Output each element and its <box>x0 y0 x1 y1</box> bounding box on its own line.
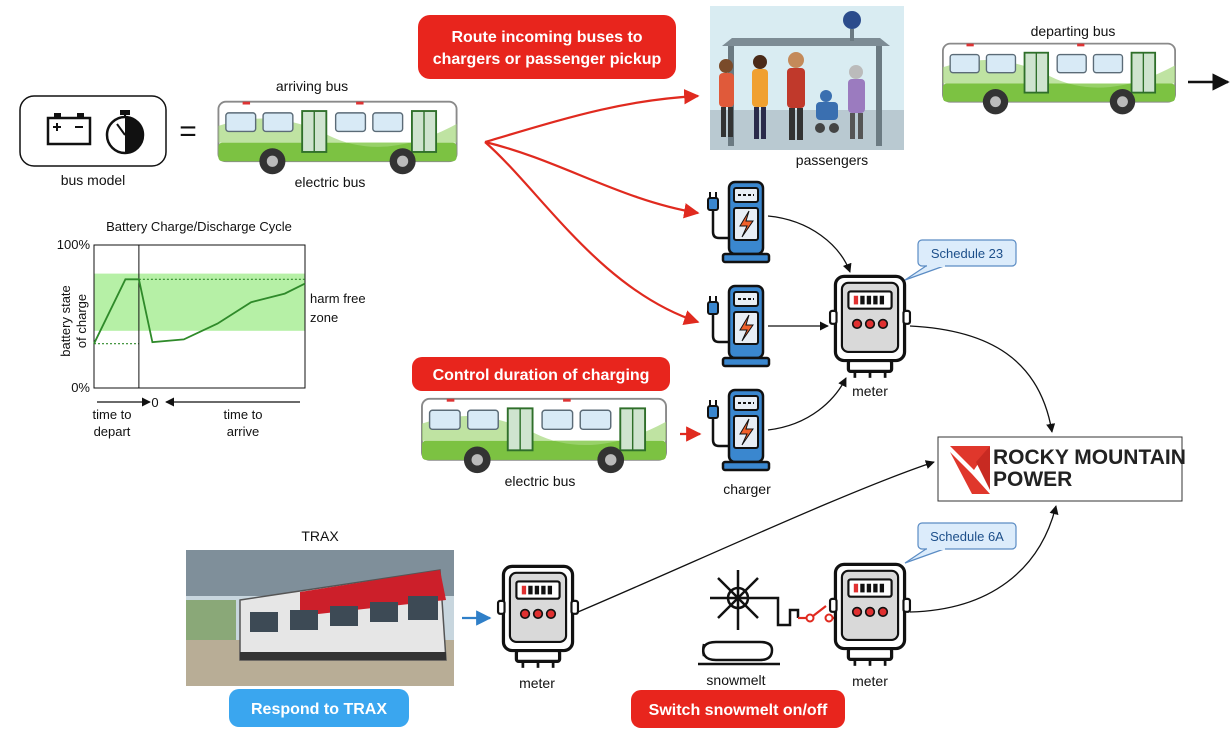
route-callout: Route incoming buses to chargers or pass… <box>418 15 676 79</box>
harm-free-zone-label-2: zone <box>310 310 338 325</box>
meter-label-trax: meter <box>519 675 555 691</box>
stopwatch-icon <box>105 110 145 155</box>
charger-label: charger <box>723 481 771 497</box>
charger1-to-meter-arrow <box>767 215 852 273</box>
route-callout-line2: chargers or passenger pickup <box>433 51 662 68</box>
snowmelt-meter-to-utility-arrow <box>909 505 1059 613</box>
electric-bus-label-top: electric bus <box>295 174 366 190</box>
meter-label-chargers: meter <box>852 383 888 399</box>
chart-ylabel-line1: battery state <box>58 285 73 357</box>
chart-ytick-0: 0% <box>71 380 90 395</box>
chart-title: Battery Charge/Discharge Cycle <box>106 219 292 234</box>
snowmelt-icon <box>698 570 800 666</box>
route-arrow-to-charger-2 <box>484 141 700 326</box>
meter-to-utility-arrow <box>909 325 1056 433</box>
trax-meter-to-utility-arrow <box>577 460 935 613</box>
trax-callout: Respond to TRAX <box>229 689 409 727</box>
schedule-6a-label: Schedule 6A <box>930 529 1004 544</box>
control-callout-text: Control duration of charging <box>433 367 650 384</box>
snowmelt-callout: Switch snowmelt on/off <box>631 690 845 728</box>
schedule-23-tag: Schedule 23 <box>904 239 1017 281</box>
route-callout-line1: Route incoming buses to <box>451 29 642 46</box>
trax-callout-text: Respond to TRAX <box>251 701 387 718</box>
charger-icon-3 <box>706 388 771 472</box>
chart-series-line <box>93 278 306 345</box>
equals-sign: = <box>179 115 197 148</box>
meter-label-snowmelt: meter <box>852 673 888 689</box>
schedule-23-label: Schedule 23 <box>931 246 1003 261</box>
arriving-bus-label: arriving bus <box>276 78 348 94</box>
rocky-mountain-power-logo: ROCKY MOUNTAIN POWER <box>937 436 1186 502</box>
time-to-depart-label-1: time to <box>92 407 131 422</box>
bus-stop-image <box>710 6 904 150</box>
charging-bus-image <box>420 397 668 475</box>
bus-model-label: bus model <box>61 172 126 188</box>
route-arrow-to-passengers <box>484 89 700 144</box>
trax-photo <box>186 550 454 686</box>
snowmelt-label: snowmelt <box>706 672 765 688</box>
departing-bus-label: departing bus <box>1031 23 1116 39</box>
battery-icon <box>46 113 92 146</box>
meter-icon-trax <box>496 564 580 670</box>
time-to-arrive-label-2: arrive <box>227 424 260 439</box>
chart-plot-frame <box>93 244 306 389</box>
trax-label: TRAX <box>301 528 339 544</box>
meter-icon-snowmelt <box>828 562 912 668</box>
meter-icon-chargers <box>828 274 912 380</box>
harm-free-zone-label-1: harm free <box>310 291 366 306</box>
chart-zone <box>94 273 305 331</box>
electric-bus-label-mid: electric bus <box>505 473 576 489</box>
bus-model-box <box>19 95 167 167</box>
utility-name-line1: ROCKY MOUNTAIN <box>993 446 1186 469</box>
chart-ytick-100: 100% <box>57 237 91 252</box>
chart-zero-label: 0 <box>151 395 158 410</box>
route-arrow-to-charger-1 <box>484 140 700 219</box>
time-to-depart-label-2: depart <box>94 424 131 439</box>
charger3-to-meter-arrow <box>767 377 847 431</box>
schedule-6a-tag: Schedule 6A <box>904 522 1017 564</box>
utility-name-line2: POWER <box>993 468 1072 491</box>
arriving-bus-image <box>217 100 458 176</box>
time-to-arrive-label-1: time to <box>223 407 262 422</box>
charger-icon-1 <box>706 180 771 264</box>
chart-ylabel-line2: of charge <box>74 294 89 348</box>
passengers-label: passengers <box>796 152 868 168</box>
control-callout: Control duration of charging <box>412 357 670 391</box>
departing-bus-image <box>941 42 1177 116</box>
charger-icon-2 <box>706 284 771 368</box>
snowmelt-callout-text: Switch snowmelt on/off <box>649 702 828 719</box>
